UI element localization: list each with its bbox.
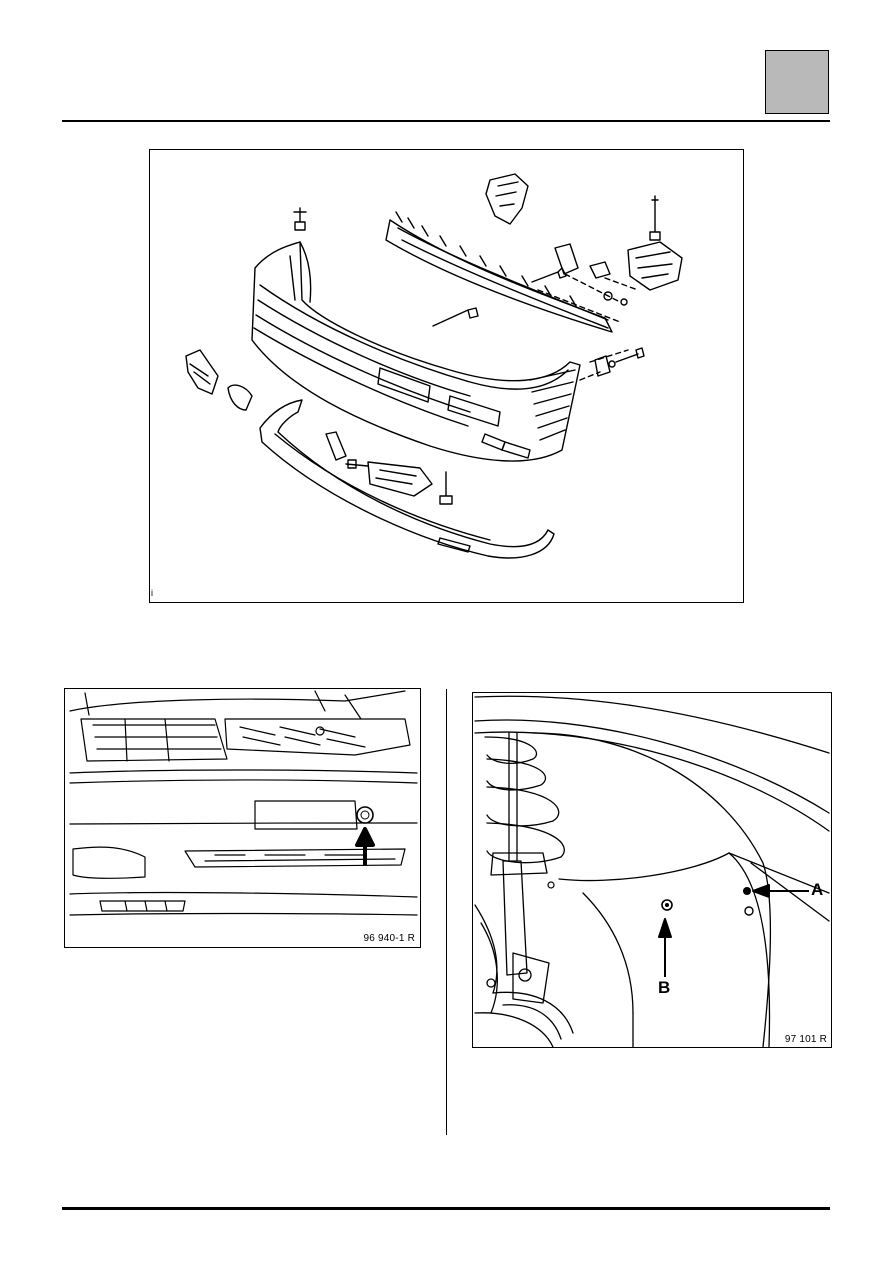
bumper-exploded-diagram: i — [149, 149, 744, 603]
left-indicator — [185, 349, 219, 395]
side-bracket — [627, 241, 683, 291]
bumper-exploded-drawing — [185, 173, 683, 559]
top-screw — [293, 207, 307, 231]
column-divider — [446, 689, 447, 1135]
grille — [224, 718, 411, 756]
long-screw — [432, 307, 479, 327]
bumper-front-view-figure: 96 940-1 R — [64, 688, 421, 948]
wheel-arch — [532, 732, 772, 1047]
arrow-a — [752, 884, 809, 898]
left-lens — [227, 384, 253, 411]
figure-reference: 97 101 R — [782, 1034, 829, 1046]
shock-absorber — [502, 860, 528, 976]
figure-marker-text: i — [151, 588, 153, 598]
fog-lamp-cover — [367, 461, 433, 497]
callout-b: B — [658, 978, 671, 997]
bottom-bolt — [439, 471, 453, 505]
tow-hook-plug — [356, 806, 374, 824]
lower-grille — [72, 846, 146, 879]
figure-reference: 96 940-1 R — [361, 933, 417, 945]
headlamp — [80, 718, 228, 762]
fixing-a — [743, 887, 751, 895]
clip-small — [325, 431, 347, 461]
wheel-arch-figure: A B 97 101 R — [472, 692, 832, 1048]
bumper-front-drawing — [69, 690, 418, 916]
upper-bracket — [485, 173, 529, 225]
bolt-mid-right — [531, 267, 567, 283]
wheel-arch-drawing — [474, 695, 830, 1047]
lower-spoiler — [259, 399, 555, 559]
vertical-bolt — [649, 195, 661, 241]
callout-a: A — [811, 880, 824, 899]
arrow-b — [658, 918, 672, 977]
arrow-up — [355, 827, 375, 865]
footer-rule — [62, 1207, 830, 1210]
section-tab-marker — [765, 50, 829, 114]
coil-spring — [484, 736, 538, 765]
header-rule — [62, 120, 830, 122]
bumper-shell — [251, 241, 581, 462]
